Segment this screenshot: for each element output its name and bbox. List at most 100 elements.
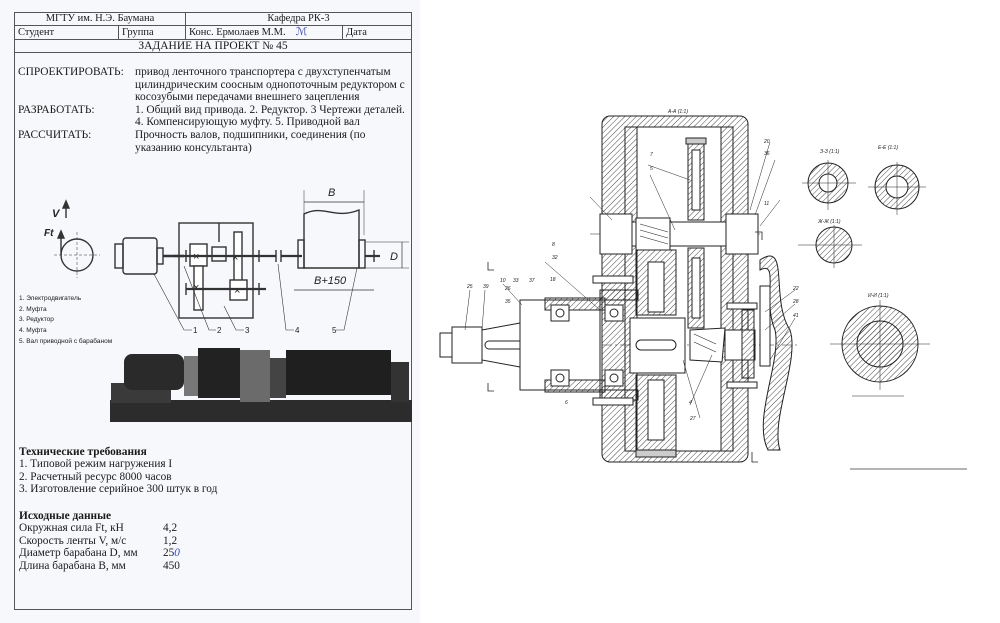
part-number: 37 xyxy=(529,278,535,284)
assignment-title: ЗАДАНИЕ НА ПРОЕКТ № 45 xyxy=(14,39,412,53)
requirement-item: 1. Типовой режим нагружения I xyxy=(19,458,173,471)
gear-web xyxy=(647,379,665,441)
velocity-arrow-head xyxy=(61,199,71,209)
requirement-item: 3. Изготовление серийное 300 штук в год xyxy=(19,483,218,496)
leader-line xyxy=(464,289,471,331)
ball-bearing xyxy=(550,304,570,322)
task-row: РАССЧИТАТЬ: Прочность валов, подшипники,… xyxy=(18,129,410,154)
part-number: 22 xyxy=(792,286,799,292)
motor-flange xyxy=(156,247,164,265)
photo-coupling xyxy=(184,356,198,396)
motor-face xyxy=(759,285,771,367)
part-number: 5 xyxy=(650,166,653,172)
bearing-left-upper xyxy=(599,213,633,255)
ball-bearing xyxy=(604,304,624,322)
photo-bearing xyxy=(391,362,409,402)
gearbox-housing xyxy=(178,222,254,319)
callout-3: 3 xyxy=(245,326,250,335)
leader-line xyxy=(682,359,701,419)
kinematic-scheme: V Ft × × × × xyxy=(44,187,412,422)
drive-photo xyxy=(110,348,412,422)
handwritten-digit: 0 xyxy=(174,547,180,560)
bolt xyxy=(592,397,634,406)
bearing-ball xyxy=(609,373,619,383)
bearing-ball xyxy=(609,308,619,318)
part-number: 11 xyxy=(764,201,769,207)
photo-base xyxy=(110,400,412,422)
part-number: 25 xyxy=(466,284,473,290)
data-label: Диаметр барабана D, мм xyxy=(19,547,138,560)
data-value: 450 xyxy=(163,559,180,572)
ft-label: Ft xyxy=(44,228,54,239)
callout-4: 4 xyxy=(295,326,300,335)
date-cell: Дата xyxy=(342,25,412,40)
bearing-right-upper xyxy=(725,213,759,255)
legend-item: 1. Электродвигатель xyxy=(19,295,82,302)
consultant-cell: Конс. Ермолаев М.М.ℳ xyxy=(185,25,343,40)
leader-line xyxy=(336,267,358,331)
section-marker xyxy=(755,231,763,240)
requirements-title: Технические требования xyxy=(19,446,147,458)
leader-line xyxy=(277,263,294,331)
leader-line xyxy=(481,289,486,331)
leader-line xyxy=(754,159,776,216)
data-value: 1,2 xyxy=(163,534,178,547)
task-key: РАЗРАБОТАТЬ: xyxy=(18,103,95,116)
view-title: З-З (1:1) xyxy=(820,149,840,155)
legend-item: 5. Вал приводной с барабаном xyxy=(19,337,113,345)
part-number: 39 xyxy=(483,284,489,290)
part-number: 36 xyxy=(764,151,770,157)
leader-line xyxy=(223,305,244,331)
photo-drum xyxy=(286,350,391,395)
leader-line xyxy=(153,273,192,331)
group-cell: Группа xyxy=(118,25,186,40)
university-cell: МГТУ им. Н.Э. Баумана xyxy=(14,12,186,26)
bearing-ball xyxy=(555,308,565,318)
drum-body xyxy=(303,208,360,269)
section-marker xyxy=(487,262,494,271)
hub-keyway xyxy=(635,339,677,351)
callout-1: 1 xyxy=(193,326,198,335)
callout-5: 5 xyxy=(332,326,337,335)
bolt xyxy=(592,275,634,284)
helical-teeth xyxy=(693,333,717,353)
data-value: 25 xyxy=(163,547,175,560)
ball-bearing xyxy=(604,369,624,387)
data-label: Окружная сила Ft, кН xyxy=(19,522,124,535)
part-number: 28 xyxy=(792,299,799,305)
housing-wall-right xyxy=(720,126,734,452)
gear-mark: × xyxy=(234,285,240,297)
view-title-main: А-А (1:1) xyxy=(667,109,688,115)
motor-fan xyxy=(114,243,124,269)
b-label: B xyxy=(328,187,335,199)
gear-web xyxy=(691,149,701,211)
task-value: привод ленточного транспортера с двухсту… xyxy=(135,66,405,104)
leader-line xyxy=(544,261,601,311)
leader-line xyxy=(649,174,676,231)
part-number: 8 xyxy=(552,242,555,248)
data-value: 4,2 xyxy=(163,522,178,535)
section-marker xyxy=(487,383,494,392)
leader-line xyxy=(759,199,781,227)
part-number: 35 xyxy=(505,299,511,305)
leader-line xyxy=(502,283,523,306)
part-numbers: 25 39 10 33 26 35 37 18 8 32 6 7 5 20 36… xyxy=(466,139,799,422)
spacer-row xyxy=(14,52,412,61)
motor-body xyxy=(122,237,158,275)
gear-rim xyxy=(635,449,677,458)
part-number: 7 xyxy=(650,152,653,158)
ball-bearing xyxy=(550,369,570,387)
part-number: 20 xyxy=(763,139,770,145)
legend-item: 2. Муфта xyxy=(19,305,47,313)
gear-web xyxy=(691,257,701,319)
keyway xyxy=(484,340,526,350)
task-row: РАЗРАБОТАТЬ: 1. Общий вид привода. 2. Ре… xyxy=(18,104,410,129)
leader-line xyxy=(749,141,771,211)
shaft-end xyxy=(439,332,453,358)
leader-line xyxy=(647,164,691,181)
consultant-name: Конс. Ермолаев М.М. xyxy=(189,27,286,38)
d-label: D xyxy=(390,251,398,263)
